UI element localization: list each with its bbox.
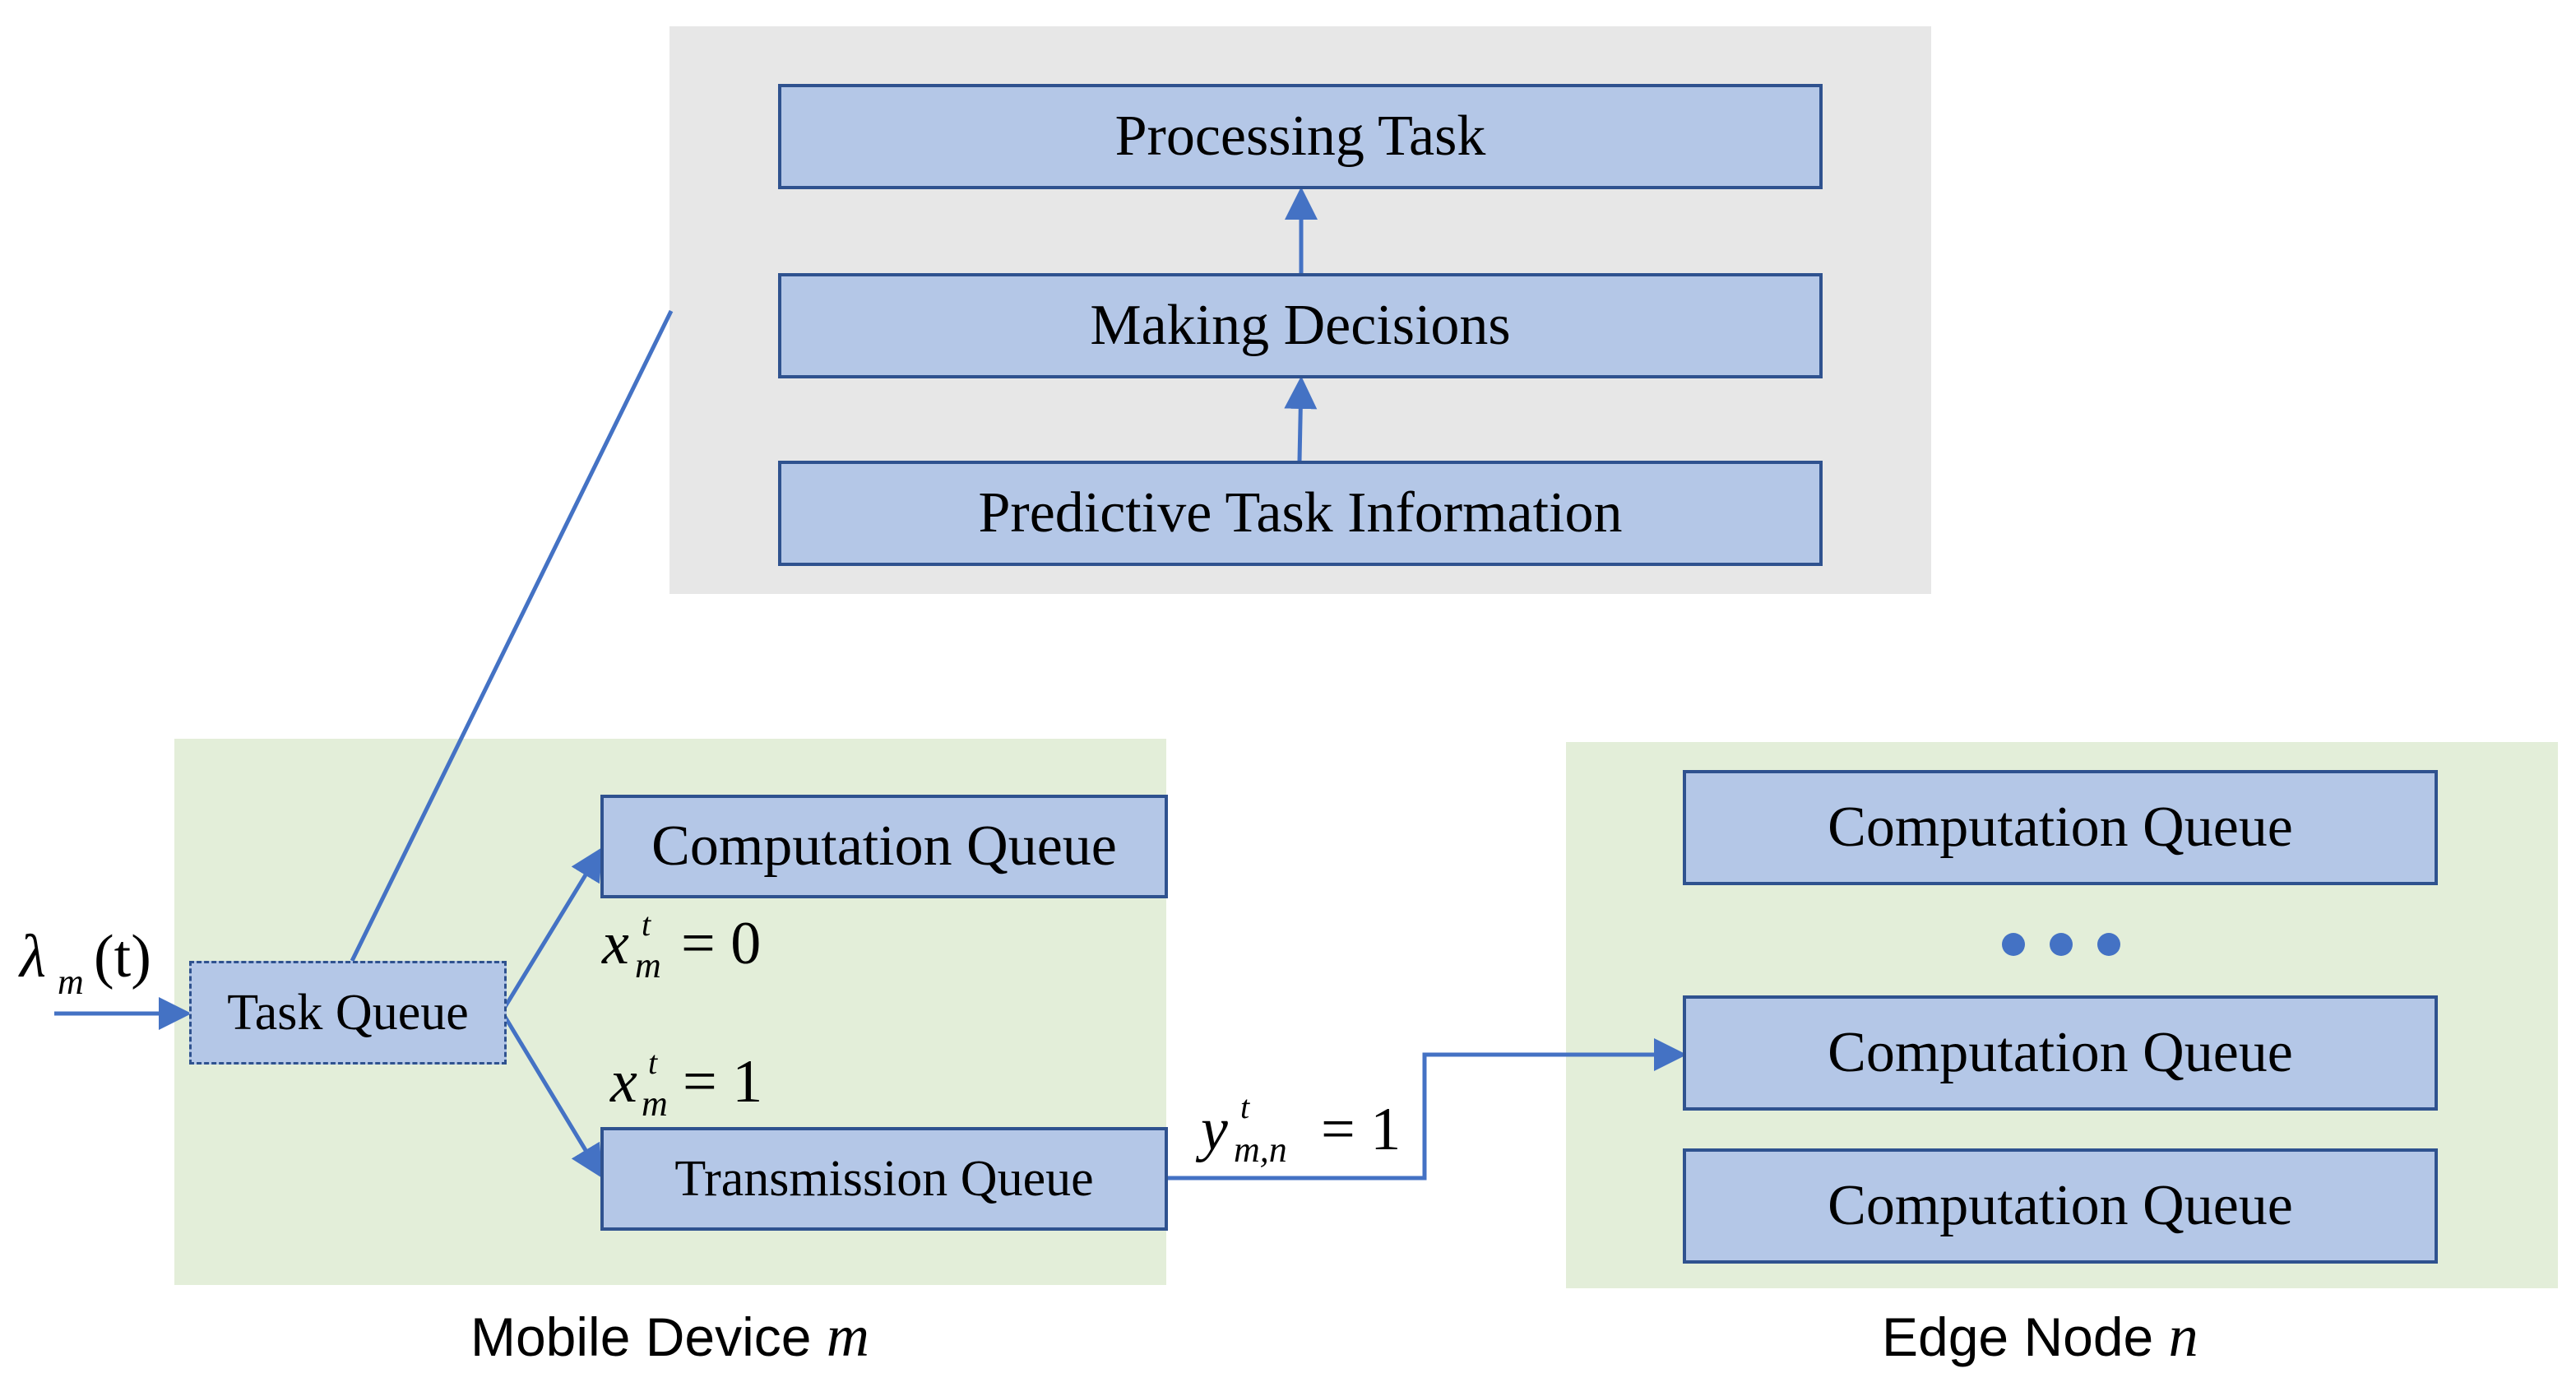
arrow-to-transmission-queue (503, 1015, 603, 1179)
edge-computation-queue-box-2: Computation Queue (1683, 995, 2438, 1111)
processing-task-box: Processing Task (778, 84, 1823, 189)
arrow-to-computation-queue (503, 847, 603, 1009)
arrow-predictive-to-decisions (1284, 376, 1318, 462)
edge-node-caption: Edge Node n (1882, 1303, 2198, 1369)
transmission-queue-box: Transmission Queue (600, 1127, 1168, 1231)
arrival-rate-label: λ m (t) (20, 923, 151, 1002)
edge-selection-label: y t m,n = 1 (1201, 1088, 1402, 1170)
edge-computation-queue-box-3: Computation Queue (1683, 1148, 2438, 1264)
local-decision-label: x t m = 0 (602, 906, 762, 986)
mobile-device-caption: Mobile Device m (470, 1303, 869, 1369)
mobile-computation-queue-box: Computation Queue (600, 795, 1168, 898)
making-decisions-box: Making Decisions (778, 273, 1823, 378)
ellipsis-dot-3 (2097, 933, 2120, 956)
edge-computation-queue-box-1: Computation Queue (1683, 770, 2438, 885)
arrow-to-edge-queue (1166, 1038, 1687, 1181)
offload-decision-label: x t m = 1 (610, 1044, 763, 1124)
zoom-line (350, 309, 674, 963)
ellipsis-dot-1 (2002, 933, 2025, 956)
ellipsis-dot-2 (2050, 933, 2073, 956)
predictive-task-information-box: Predictive Task Information (778, 461, 1823, 566)
task-queue-box: Task Queue (189, 961, 507, 1065)
